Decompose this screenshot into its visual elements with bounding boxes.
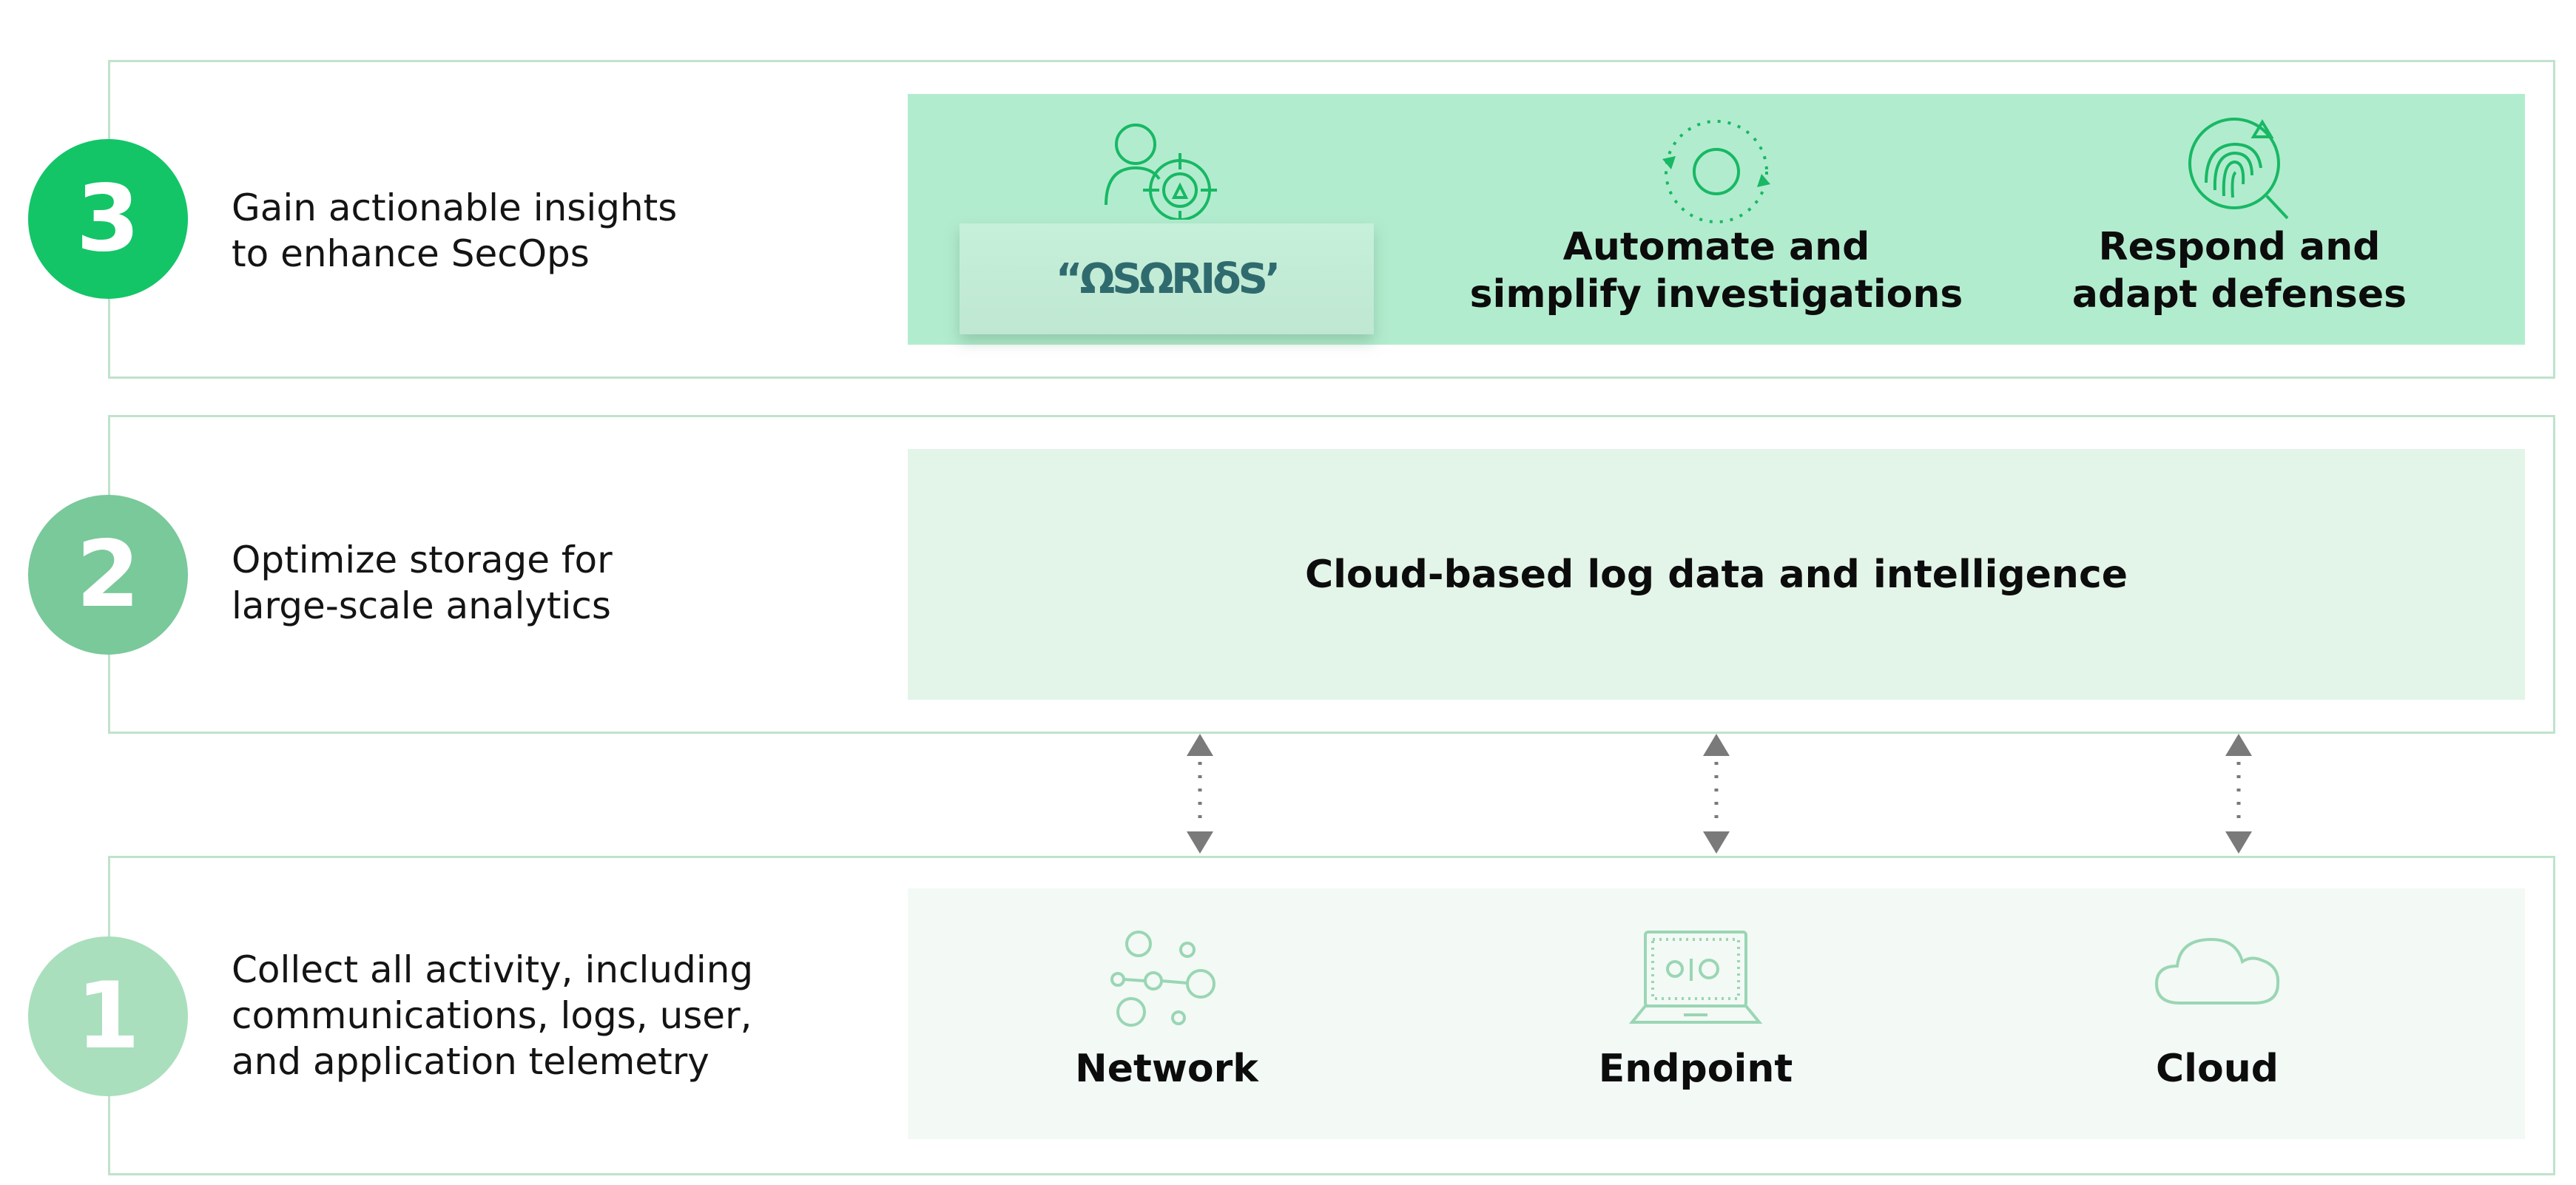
analyst-target-icon (1093, 116, 1241, 223)
tier-1-panel: Network Endpoint Cloud (908, 888, 2525, 1139)
tier-3-panel: “ΩSΩRIδS’ Automate and simplify investig… (908, 94, 2525, 345)
source-label-endpoint: Endpoint (1598, 1047, 1793, 1091)
cycle-icon (1661, 116, 1772, 230)
tier-1-description: Collect all activity, including communic… (232, 948, 754, 1083)
tier-2-panel: Cloud-based log data and intelligence (908, 449, 2525, 700)
tier-2-badge: 2 (28, 495, 188, 655)
cloud-icon (2151, 929, 2284, 1021)
fingerprint-alert-icon (2184, 116, 2295, 230)
tier-3-description: Gain actionable insights to enhance SecO… (232, 186, 678, 275)
source-item-cloud: Cloud (1958, 888, 2476, 1139)
tier-3-badge: 3 (28, 139, 188, 299)
storage-panel-title: Cloud-based log data and intelligence (1304, 552, 2128, 597)
source-label-cloud: Cloud (2156, 1047, 2279, 1091)
source-item-endpoint: Endpoint (1437, 888, 1955, 1139)
insight-item-obscured: “ΩSΩRIδS’ (908, 94, 1426, 345)
network-nodes-icon (1107, 929, 1226, 1036)
insight-item-automate: Automate and simplify investigations (1457, 94, 1975, 345)
tier-2-description: Optimize storage for large-scale analyti… (232, 539, 613, 627)
insight-item-respond: Respond and adapt defenses (1980, 94, 2498, 345)
tier-1-badge: 1 (28, 936, 188, 1096)
laptop-icon (1628, 929, 1763, 1036)
source-item-network: Network (908, 888, 1426, 1139)
obscured-label: “ΩSΩRIδS’ (960, 223, 1374, 334)
cloud-double-arrow (2216, 732, 2261, 855)
insight-label-respond: Respond and adapt defenses (2071, 225, 2407, 317)
source-label-network: Network (1075, 1047, 1258, 1091)
insight-label-automate: Automate and simplify investigations (1469, 225, 1963, 317)
endpoint-double-arrow (1694, 732, 1739, 855)
network-double-arrow (1178, 732, 1222, 855)
